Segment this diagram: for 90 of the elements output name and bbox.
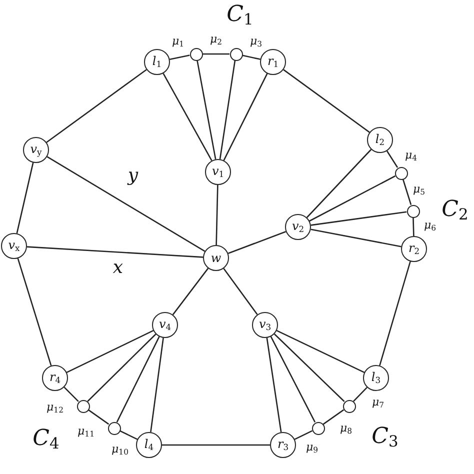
vertex-circle (363, 365, 389, 391)
vertex-label: l$_{2}$ (375, 133, 385, 147)
edge-line (162, 444, 270, 446)
edge-line (276, 330, 365, 373)
vertex-label: r$_{4}$ (49, 371, 61, 385)
edge-line (46, 69, 147, 143)
vertex-label: r$_{2}$ (408, 242, 420, 256)
small-vertex-circle (76, 400, 90, 412)
edge-line (274, 334, 345, 402)
vertex-label: v$_{x}$ (8, 239, 20, 253)
vertex-label: v$_{3}$ (258, 318, 272, 332)
edge-line (283, 69, 370, 133)
vertex-circle (203, 245, 229, 271)
edge-label: μ$_{3}$ (248, 36, 264, 48)
edge-line (17, 258, 52, 366)
vertex-label: v$_{2}$ (292, 220, 304, 234)
vertex-circle (42, 365, 68, 391)
vertex-circle (260, 49, 286, 75)
vertex-label: v$_{4}$ (158, 318, 172, 332)
edge-line (322, 409, 344, 425)
edge-line (172, 268, 209, 316)
edge-line (162, 73, 212, 161)
vertex-label: v$_{1}$ (212, 165, 224, 179)
edge-label: μ$_{11}$ (76, 426, 96, 438)
edge-line (88, 409, 110, 425)
edge-line (242, 54, 260, 60)
vertex-circle (401, 236, 427, 262)
edge-line (219, 60, 236, 160)
edge-line (223, 268, 258, 315)
small-vertex-circle (230, 48, 242, 60)
edge-label: μ$_{10}$ (110, 444, 130, 456)
edge-line (270, 336, 316, 422)
edge-label: μ$_{6}$ (422, 220, 438, 232)
vertex-label: l$_{4}$ (144, 438, 154, 452)
edge-line (150, 338, 164, 432)
small-vertex-circle (312, 422, 324, 434)
edge-line (402, 179, 412, 205)
edge-label: μ$_{8}$ (338, 422, 354, 436)
edge-line (66, 330, 154, 373)
vertex-circle (152, 312, 178, 338)
vertex-label: v$_{y}$ (30, 143, 42, 157)
edge-line (120, 430, 138, 440)
edge-label: μ$_{2}$ (208, 34, 224, 46)
edge-line (386, 150, 398, 168)
vertex-label: l$_{1}$ (152, 55, 162, 69)
vertex-circle (285, 214, 311, 240)
edge-line (223, 73, 268, 161)
edge-line (196, 60, 216, 160)
edge-line (46, 156, 206, 252)
edge-line (26, 246, 204, 258)
edge-label: μ$_{7}$ (370, 396, 386, 410)
small-vertex-circle (342, 400, 356, 412)
small-vertex-circle (394, 166, 408, 180)
vertex-circle (367, 127, 393, 153)
edge-line (170, 54, 190, 60)
vertex-circle (205, 159, 231, 185)
edge-line (379, 261, 411, 366)
vertex-label: r$_{1}$ (267, 55, 279, 69)
edge-line (64, 386, 79, 402)
vertex-circle (136, 432, 162, 458)
edge-label: μ$_{5}$ (412, 184, 426, 196)
edge-line (266, 338, 282, 432)
vertex-circle (144, 49, 170, 75)
edge-line (202, 53, 230, 55)
vertex-circle (23, 137, 49, 163)
small-vertex-circle (108, 422, 120, 434)
edge-label: μ$_{1}$ (170, 36, 186, 48)
edge-line (294, 430, 312, 440)
vertex-circle (270, 432, 296, 458)
edge-line (310, 228, 402, 248)
vertex-label: r$_{3}$ (277, 438, 289, 452)
small-vertex-circle (190, 48, 202, 60)
edge-line (87, 334, 156, 402)
edge-line (309, 175, 396, 222)
vertex-label: w (210, 252, 222, 264)
edge-label: μ$_{12}$ (46, 402, 64, 414)
edge-line (228, 231, 286, 254)
edge-line (116, 336, 160, 422)
edge-line (353, 386, 368, 402)
small-vertex-circle (406, 204, 420, 218)
edge-label: μ$_{4}$ (404, 150, 418, 162)
edge-label: μ$_{9}$ (304, 442, 320, 454)
vertex-circle (1, 233, 27, 259)
edge-line (310, 211, 407, 226)
edge-line (412, 217, 414, 236)
edge-line (216, 184, 218, 246)
edge-line (16, 162, 34, 234)
vertex-circle (252, 312, 278, 338)
edge-line (306, 149, 372, 218)
vertex-label: l$_{3}$ (371, 371, 381, 385)
